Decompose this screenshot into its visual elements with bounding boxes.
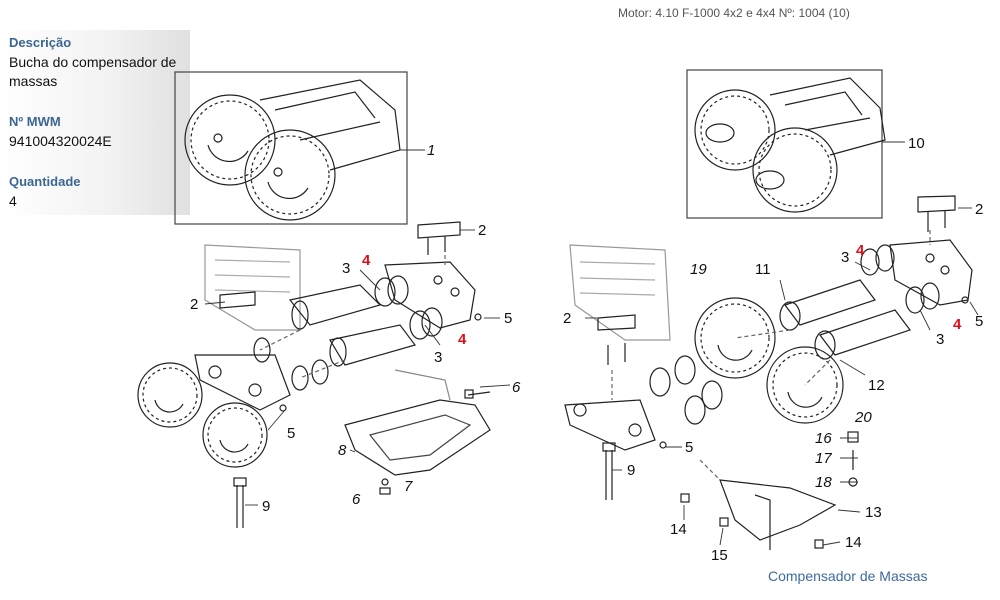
callout-13: 13 [865,504,882,521]
callout-16: 16 [815,430,832,447]
box-gear-d [752,127,838,213]
description-label: Descrição [9,35,72,50]
shaft-upper-right [779,244,895,331]
callout-3-right-lower: 3 [936,331,944,348]
callout-4-left-lower: 4 [458,331,467,348]
box-gear-c [694,89,776,171]
gear-lower-left-a [137,362,203,428]
callout-9-right: 9 [627,462,635,479]
description-value: Bucha do compensador de massas [9,54,177,89]
callout-20: 20 [854,409,872,426]
callout-5-left-lower: 5 [287,425,295,442]
callout-18: 18 [815,474,832,491]
callout-6-left-lower: 6 [352,491,361,508]
callout-17: 17 [815,450,832,467]
callout-2-left-top: 2 [478,222,486,239]
gear-20 [766,346,844,424]
callout-11: 11 [755,261,771,278]
shaft-upper-left [288,275,409,330]
callout-1: 1 [427,142,435,159]
callout-2-right: 2 [563,310,571,327]
callout-14-right: 14 [845,534,862,551]
box-gear-b [244,129,336,221]
quantity-label: Quantidade [9,174,81,189]
callout-5-left: 5 [504,310,512,327]
quantity-value: 4 [9,193,17,209]
callout-15: 15 [711,547,728,564]
callout-3-left-upper: 3 [342,260,350,277]
engine-header: Motor: 4.10 F-1000 4x2 e 4x4 Nº: 1004 (1… [618,6,850,20]
callout-4-right-lower: 4 [953,316,962,333]
callout-4-right-upper: 4 [856,242,865,259]
callout-14-left: 14 [670,521,687,538]
callout-12: 12 [868,377,885,394]
box-gear-a [184,94,276,186]
gear-19 [694,297,776,379]
callout-5-right-lower: 5 [685,439,693,456]
callout-8-left: 8 [338,442,347,459]
section-title-link[interactable]: Compensador de Massas [768,568,928,584]
callout-6-left: 6 [512,379,521,396]
assembly-box-right [686,69,883,219]
part-info-panel: Descrição Bucha do compensador de massas… [0,30,190,215]
callout-9-left: 9 [262,498,270,515]
callout-3-right-upper: 3 [841,249,849,266]
gear-lower-left-b [202,402,268,468]
callout-7-left: 7 [404,478,413,495]
callout-2-right-top: 2 [975,201,983,218]
shaft-lower-right [814,282,940,360]
mwm-number-label: Nº MWM [9,114,61,129]
callout-3-left-lower: 3 [434,349,442,366]
callout-10: 10 [908,135,925,152]
shaft-lower-left [329,307,443,367]
callout-2-left: 2 [190,296,198,313]
callout-5-right: 5 [975,313,983,330]
callout-19: 19 [690,261,707,278]
callout-4-left-upper: 4 [362,252,371,269]
assembly-box-left [174,71,408,225]
mwm-number-value: 941004320024E [9,133,112,149]
